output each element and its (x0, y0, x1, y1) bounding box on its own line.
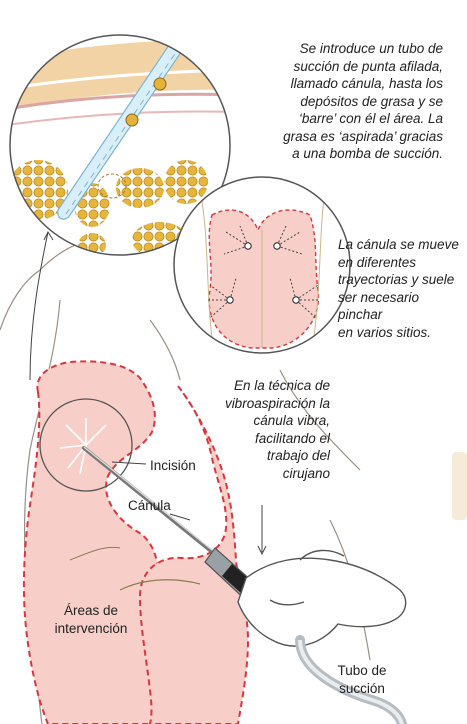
cannula-movement-circle (174, 177, 350, 360)
intervention-areas-label: Áreas de intervención (36, 602, 146, 637)
cannula-label: Cánula (128, 497, 171, 515)
hand-illustration (238, 550, 406, 646)
movement-caption: La cánula se mueve en diferentes trayect… (338, 236, 467, 341)
vibration-caption: En la técnica de vibroaspiración la cánu… (188, 377, 330, 482)
suction-tube-label: Tubo de succión (322, 662, 402, 697)
incision-label: Incisión (150, 457, 196, 475)
procedure-caption: Se introduce un tubo de succión de punta… (236, 40, 443, 163)
partial-shape-right-edge (452, 452, 467, 520)
